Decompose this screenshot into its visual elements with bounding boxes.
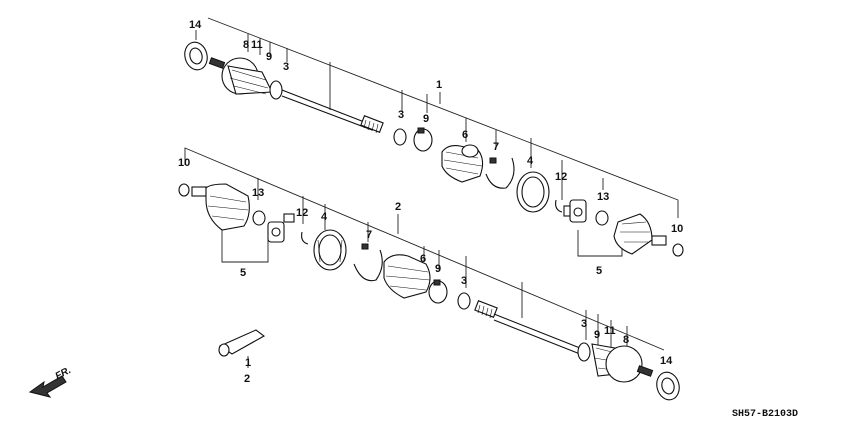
clip-12-lower bbox=[301, 231, 309, 245]
ring-13-lower bbox=[252, 210, 266, 226]
callout-9-lower: 9 bbox=[435, 263, 441, 275]
clip-ring-3-lower bbox=[457, 292, 471, 310]
callout-9-lower-right: 9 bbox=[594, 329, 600, 341]
oil-seal-14-upper bbox=[184, 41, 208, 71]
callout-7-lower: 7 bbox=[366, 229, 372, 241]
boot-6-upper bbox=[441, 144, 484, 183]
special-tool bbox=[218, 329, 266, 368]
oil-seal-14-lower bbox=[656, 371, 680, 401]
front-label: FR. bbox=[54, 365, 73, 382]
ring-4-lower bbox=[313, 229, 347, 271]
callout-14-upper: 14 bbox=[189, 19, 202, 31]
callout-5-right: 5 bbox=[596, 265, 602, 277]
clip-ring-10-lower bbox=[178, 183, 190, 197]
callout-13-right: 13 bbox=[597, 191, 609, 203]
callout-3-upper: 3 bbox=[283, 61, 289, 73]
spider-5-lower bbox=[267, 213, 295, 243]
spider-5-upper bbox=[563, 199, 587, 223]
front-direction-arrow: FR. bbox=[28, 365, 73, 398]
callout-10-left: 10 bbox=[178, 157, 190, 169]
clip-ring-10-upper bbox=[672, 243, 684, 257]
boot-band-9-upper bbox=[413, 127, 433, 152]
callout-3-lower-right: 3 bbox=[581, 318, 587, 330]
shaft-lower bbox=[474, 300, 581, 355]
callout-4-left: 4 bbox=[321, 211, 328, 223]
inner-joint-housing-upper bbox=[613, 213, 667, 255]
diagram-code: SH57-B2103D bbox=[732, 409, 798, 420]
callout-12-right: 12 bbox=[555, 171, 567, 183]
callout-6-lower: 6 bbox=[420, 253, 426, 265]
boot-band-9-lower bbox=[428, 279, 448, 304]
callout-3-top-mid: 3 bbox=[398, 109, 404, 121]
callout-14-lower-right: 14 bbox=[660, 355, 673, 367]
callout-4-top: 4 bbox=[527, 155, 534, 167]
clip-12-upper bbox=[555, 199, 563, 213]
callout-13-left: 13 bbox=[252, 187, 264, 199]
upper-driveshaft-assembly bbox=[184, 17, 684, 257]
callout-8-lower-right: 8 bbox=[623, 334, 629, 346]
callout-9-upper: 9 bbox=[266, 51, 272, 63]
callout-11-lower-right: 11 bbox=[604, 325, 616, 337]
callout-11-upper: 11 bbox=[251, 39, 263, 51]
ring-13-upper bbox=[595, 210, 609, 226]
callout-2-tool: 2 bbox=[244, 373, 250, 385]
callout-7-top: 7 bbox=[493, 141, 499, 153]
callout-3-lower: 3 bbox=[461, 275, 467, 287]
clip-ring-3-upper bbox=[393, 128, 407, 146]
callout-9-top-mid: 9 bbox=[423, 113, 429, 125]
boot-band-7-lower bbox=[353, 243, 383, 282]
callout-labels: 1 14 8 11 9 3 3 9 6 7 4 12 13 10 5 10 13… bbox=[178, 19, 683, 385]
callout-1-top: 1 bbox=[436, 79, 442, 91]
outer-cv-joint-upper bbox=[208, 57, 283, 100]
lower-driveshaft-assembly bbox=[178, 147, 680, 401]
callout-12-left: 12 bbox=[296, 207, 308, 219]
callout-8-upper: 8 bbox=[243, 39, 249, 51]
callout-10-right: 10 bbox=[671, 223, 683, 235]
callout-1-tool: 1 bbox=[245, 357, 251, 369]
ring-4-upper bbox=[516, 171, 550, 213]
inner-joint-housing-lower bbox=[191, 183, 250, 231]
callout-2-mid: 2 bbox=[395, 201, 401, 213]
outer-cv-joint-lower bbox=[577, 342, 654, 383]
boot-band-7-upper bbox=[485, 157, 515, 189]
boot-6-lower bbox=[383, 254, 431, 299]
shaft-upper bbox=[281, 89, 384, 134]
callout-5-left: 5 bbox=[240, 267, 246, 279]
callout-6-top: 6 bbox=[462, 129, 468, 141]
